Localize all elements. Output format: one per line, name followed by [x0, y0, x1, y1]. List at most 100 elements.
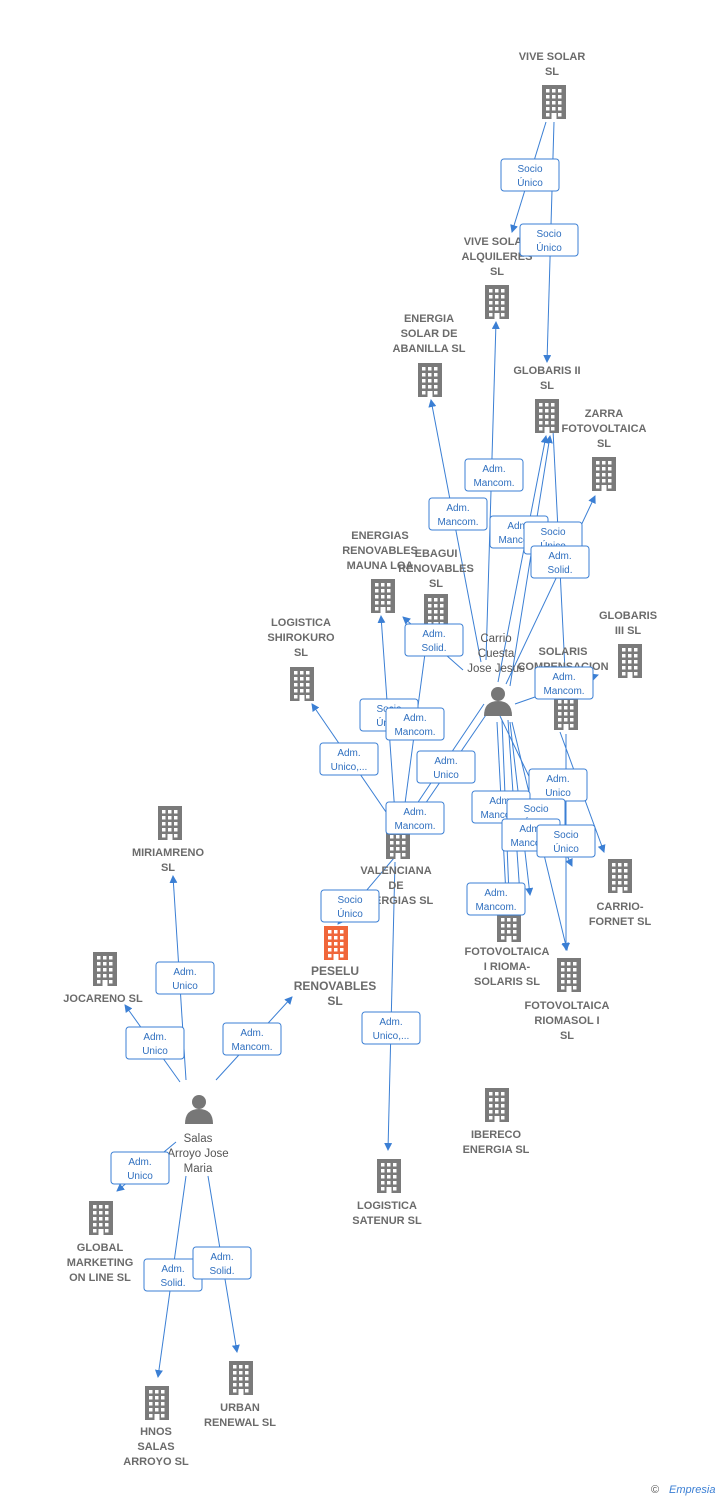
node-label: URBAN	[220, 1402, 260, 1414]
relation-text: Adm.	[210, 1252, 233, 1263]
relation-label[interactable]: Adm.Mancom.	[466, 882, 526, 916]
relation-label[interactable]: Adm.Unico	[416, 750, 476, 784]
node-label: GLOBAL	[77, 1242, 124, 1254]
relation-label[interactable]: Adm.Mancom.	[385, 801, 445, 835]
relation-box	[192, 1246, 252, 1280]
node-label: ON LINE SL	[69, 1272, 131, 1284]
node-jocareno[interactable]: JOCARENO SL	[63, 952, 143, 1005]
brand-logo[interactable]: Empresia	[669, 1484, 715, 1496]
building-icon	[377, 1159, 401, 1193]
node-label: SL	[560, 1030, 574, 1042]
relation-text: Adm.	[446, 503, 469, 514]
relation-label[interactable]: Adm.Solid.	[192, 1246, 252, 1280]
building-icon	[618, 644, 642, 678]
node-label: IBERECO	[471, 1129, 522, 1141]
building-icon	[592, 457, 616, 491]
relation-label[interactable]: Adm.Unico,...	[361, 1011, 421, 1045]
node-label: Carrio	[480, 633, 511, 645]
relation-box	[110, 1151, 170, 1185]
node-label: SL	[429, 578, 443, 590]
relation-label[interactable]: Adm.Unico	[528, 768, 588, 802]
relation-label[interactable]: Adm.Mancom.	[385, 707, 445, 741]
relation-box	[125, 1026, 185, 1060]
relation-label[interactable]: Adm.Unico	[110, 1151, 170, 1185]
building-icon	[557, 958, 581, 992]
node-label: Arroyo Jose	[167, 1148, 228, 1160]
relation-box	[428, 497, 488, 531]
node-label: RENOVABLES	[342, 545, 418, 557]
footer: © Empresia	[651, 1484, 715, 1496]
node-label: SHIROKURO	[267, 632, 335, 644]
node-label: ALQUILERES	[462, 251, 533, 263]
node-label: VIVE SOLAR	[519, 51, 586, 63]
node-label: FOTOVOLTAICA	[525, 1000, 610, 1012]
relation-label[interactable]: Adm.Mancom.	[534, 666, 594, 700]
node-label: GLOBARIS	[599, 610, 657, 622]
edge-line	[384, 861, 396, 1151]
relation-text: Adm.	[519, 824, 542, 835]
relation-label[interactable]: Adm.Unico,...	[319, 742, 379, 776]
relation-box	[500, 158, 560, 192]
relation-box	[385, 707, 445, 741]
node-vive_solar[interactable]: VIVE SOLAR SL	[519, 51, 586, 119]
relation-text: Socio	[553, 830, 578, 841]
node-carrio_fornet[interactable]: CARRIO-FORNET SL	[589, 859, 652, 928]
relation-label[interactable]: Adm.Solid.	[404, 623, 464, 657]
building-icon	[324, 926, 348, 960]
relation-text: Único	[536, 241, 562, 254]
node-label: SL	[540, 380, 554, 392]
relation-text: Adm.	[128, 1157, 151, 1168]
relation-label[interactable]: Adm.Mancom.	[222, 1022, 282, 1056]
relation-label[interactable]: Adm.Mancom.	[464, 458, 524, 492]
relation-text: Mancom.	[498, 535, 539, 546]
relation-label[interactable]: Adm.Solid.	[530, 545, 590, 579]
node-label: SOLAR DE	[401, 328, 458, 340]
relation-text: Socio	[540, 527, 565, 538]
relation-box	[222, 1022, 282, 1056]
relation-label[interactable]: Adm.Solid.	[143, 1258, 203, 1292]
relation-text: Mancom.	[480, 810, 521, 821]
building-icon	[290, 667, 314, 701]
copyright-symbol: ©	[651, 1484, 659, 1496]
node-label: SL	[294, 647, 308, 659]
edge-line	[428, 399, 482, 663]
relation-label[interactable]: Adm.Unico	[155, 961, 215, 995]
relation-text: Adm.	[173, 967, 196, 978]
person-icon	[484, 687, 512, 716]
node-label: SOLARIS	[539, 646, 588, 658]
node-label: SOLARIS SL	[474, 976, 540, 988]
node-globaris3[interactable]: GLOBARIS III SL	[599, 610, 657, 678]
node-label: III SL	[615, 625, 642, 637]
building-icon	[93, 952, 117, 986]
relation-label[interactable]: Adm.Unico	[125, 1026, 185, 1060]
relation-label[interactable]: Adm. Mancom.	[428, 497, 488, 531]
node-label: CARRIO-	[596, 901, 643, 913]
node-label: SL	[545, 66, 559, 78]
node-label: RENOVABLES	[294, 979, 376, 993]
node-global_mkt[interactable]: GLOBAL MARKETING ON LINE SL	[67, 1201, 134, 1284]
node-label: MARKETING	[67, 1257, 134, 1269]
relation-text: Mancom.	[473, 478, 514, 489]
relation-text: Mancom.	[437, 517, 478, 528]
